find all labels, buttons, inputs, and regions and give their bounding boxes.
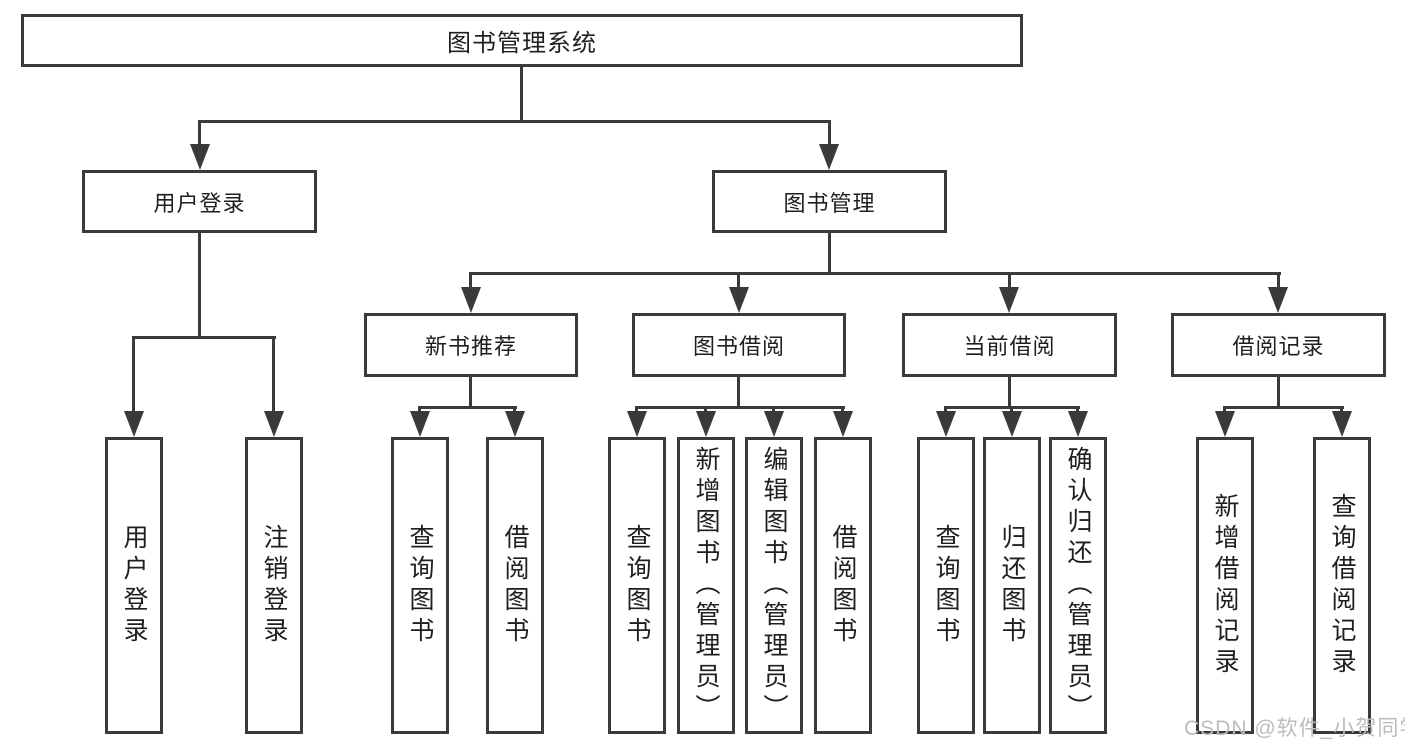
connector-stem-edit-book [772, 406, 775, 414]
connector-root-stem [520, 67, 523, 123]
connector-stem-query-books-2 [635, 406, 638, 414]
arrowhead-borrow-books-2-icon [833, 411, 853, 437]
connector-stem-current-borrowing [1008, 272, 1011, 289]
connector-user-branch-stem [198, 233, 201, 339]
connector-stem-borrowing-records [1277, 272, 1280, 289]
node-new-book-recommendation: 新书推荐 [364, 313, 578, 377]
connector-user-branch-line [132, 336, 276, 339]
arrowhead-confirm-return-icon [1068, 411, 1088, 437]
connector-stem-book-management [828, 120, 831, 146]
node-label: 新书推荐 [424, 334, 517, 359]
arrowhead-leaf-user-login-icon [124, 411, 144, 437]
arrowhead-current-borrowing-icon [999, 287, 1019, 313]
leaf-label: 确认归还（管理员） [1064, 446, 1092, 725]
node-book-management: 图书管理 [712, 170, 947, 233]
connector-book-branch-stem [828, 233, 831, 275]
node-book-borrowing: 图书借阅 [632, 313, 846, 377]
connector-stem-add-book [704, 406, 707, 414]
connector-group4-stem [1277, 377, 1280, 409]
connector-stem-borrow-books-2 [841, 406, 844, 414]
connector-group3-stem [1008, 377, 1011, 409]
connector-group2-stem [737, 377, 740, 409]
connector-stem-confirm-return [1076, 406, 1079, 414]
connector-stem-book-borrowing [737, 272, 740, 289]
connector-root-branch-line [198, 120, 831, 123]
leaf-add-borrow-record: 新增借阅记录 [1196, 437, 1254, 734]
leaf-query-books-current: 查询图书 [917, 437, 975, 734]
leaf-user-login: 用户登录 [105, 437, 163, 734]
leaf-add-book-admin: 新增图书（管理员） [677, 437, 735, 734]
arrowhead-return-books-icon [1002, 411, 1022, 437]
node-library-management-system: 图书管理系统 [21, 14, 1023, 67]
connector-stem-query-record [1340, 406, 1343, 414]
leaf-label: 查询借阅记录 [1328, 492, 1356, 679]
leaf-label: 查询图书 [406, 523, 434, 648]
node-label: 借阅记录 [1232, 334, 1325, 359]
node-borrowing-records: 借阅记录 [1171, 313, 1386, 377]
leaf-borrow-books-borrowing: 借阅图书 [814, 437, 872, 734]
connector-group4-line [1223, 406, 1344, 409]
arrowhead-book-management-icon [819, 144, 839, 170]
connector-stem-new-book-recommendation [469, 272, 472, 289]
arrowhead-add-record-icon [1215, 411, 1235, 437]
connector-stem-user-login [198, 120, 201, 146]
connector-stem-leaf-user-login [132, 336, 135, 414]
leaf-edit-book-admin: 编辑图书（管理员） [745, 437, 803, 734]
arrowhead-user-login-icon [190, 144, 210, 170]
leaf-label: 借阅图书 [829, 523, 857, 648]
leaf-label: 查询图书 [932, 523, 960, 648]
node-label: 用户登录 [153, 190, 246, 216]
connector-group1-line [418, 406, 517, 409]
node-label: 当前借阅 [963, 334, 1056, 359]
leaf-borrow-books-recommend: 借阅图书 [486, 437, 544, 734]
arrowhead-query-books-3-icon [936, 411, 956, 437]
leaf-label: 用户登录 [120, 523, 148, 648]
leaf-logout: 注销登录 [245, 437, 303, 734]
node-label: 图书管理 [783, 190, 876, 216]
arrowhead-leaf-logout-icon [264, 411, 284, 437]
connector-stem-leaf-logout [272, 336, 275, 414]
csdn-watermark: CSDN @软件_小贺同学 [1184, 717, 1405, 740]
node-current-borrowing: 当前借阅 [902, 313, 1117, 377]
arrowhead-add-book-icon [696, 411, 716, 437]
arrowhead-query-books-2-icon [627, 411, 647, 437]
arrowhead-edit-book-icon [764, 411, 784, 437]
arrowhead-borrow-books-1-icon [505, 411, 525, 437]
arrowhead-query-books-1-icon [410, 411, 430, 437]
leaf-query-books-borrowing: 查询图书 [608, 437, 666, 734]
node-user-login: 用户登录 [82, 170, 317, 233]
leaf-label: 新增借阅记录 [1211, 492, 1239, 679]
connector-stem-borrow-books-1 [513, 406, 516, 414]
connector-group1-stem [469, 377, 472, 409]
connector-group2-line [635, 406, 845, 409]
node-label: 图书管理系统 [447, 30, 597, 57]
arrowhead-query-record-icon [1332, 411, 1352, 437]
leaf-label: 新增图书（管理员） [692, 446, 720, 725]
connector-stem-query-books-1 [418, 406, 421, 414]
leaf-label: 编辑图书（管理员） [760, 446, 788, 725]
leaf-label: 归还图书 [998, 523, 1026, 648]
leaf-label: 注销登录 [260, 523, 288, 648]
node-label: 图书借阅 [692, 334, 785, 359]
connector-stem-add-record [1223, 406, 1226, 414]
leaf-confirm-return-admin: 确认归还（管理员） [1049, 437, 1107, 734]
arrowhead-borrowing-records-icon [1268, 287, 1288, 313]
arrowhead-book-borrowing-icon [729, 287, 749, 313]
leaf-return-books: 归还图书 [983, 437, 1041, 734]
connector-stem-query-books-3 [944, 406, 947, 414]
leaf-label: 查询图书 [623, 523, 651, 648]
connector-stem-return-books [1010, 406, 1013, 414]
leaf-label: 借阅图书 [501, 523, 529, 648]
connector-book-branch-line [469, 272, 1281, 275]
leaf-query-borrow-record: 查询借阅记录 [1313, 437, 1371, 734]
arrowhead-new-book-recommendation-icon [461, 287, 481, 313]
leaf-query-books-recommend: 查询图书 [391, 437, 449, 734]
